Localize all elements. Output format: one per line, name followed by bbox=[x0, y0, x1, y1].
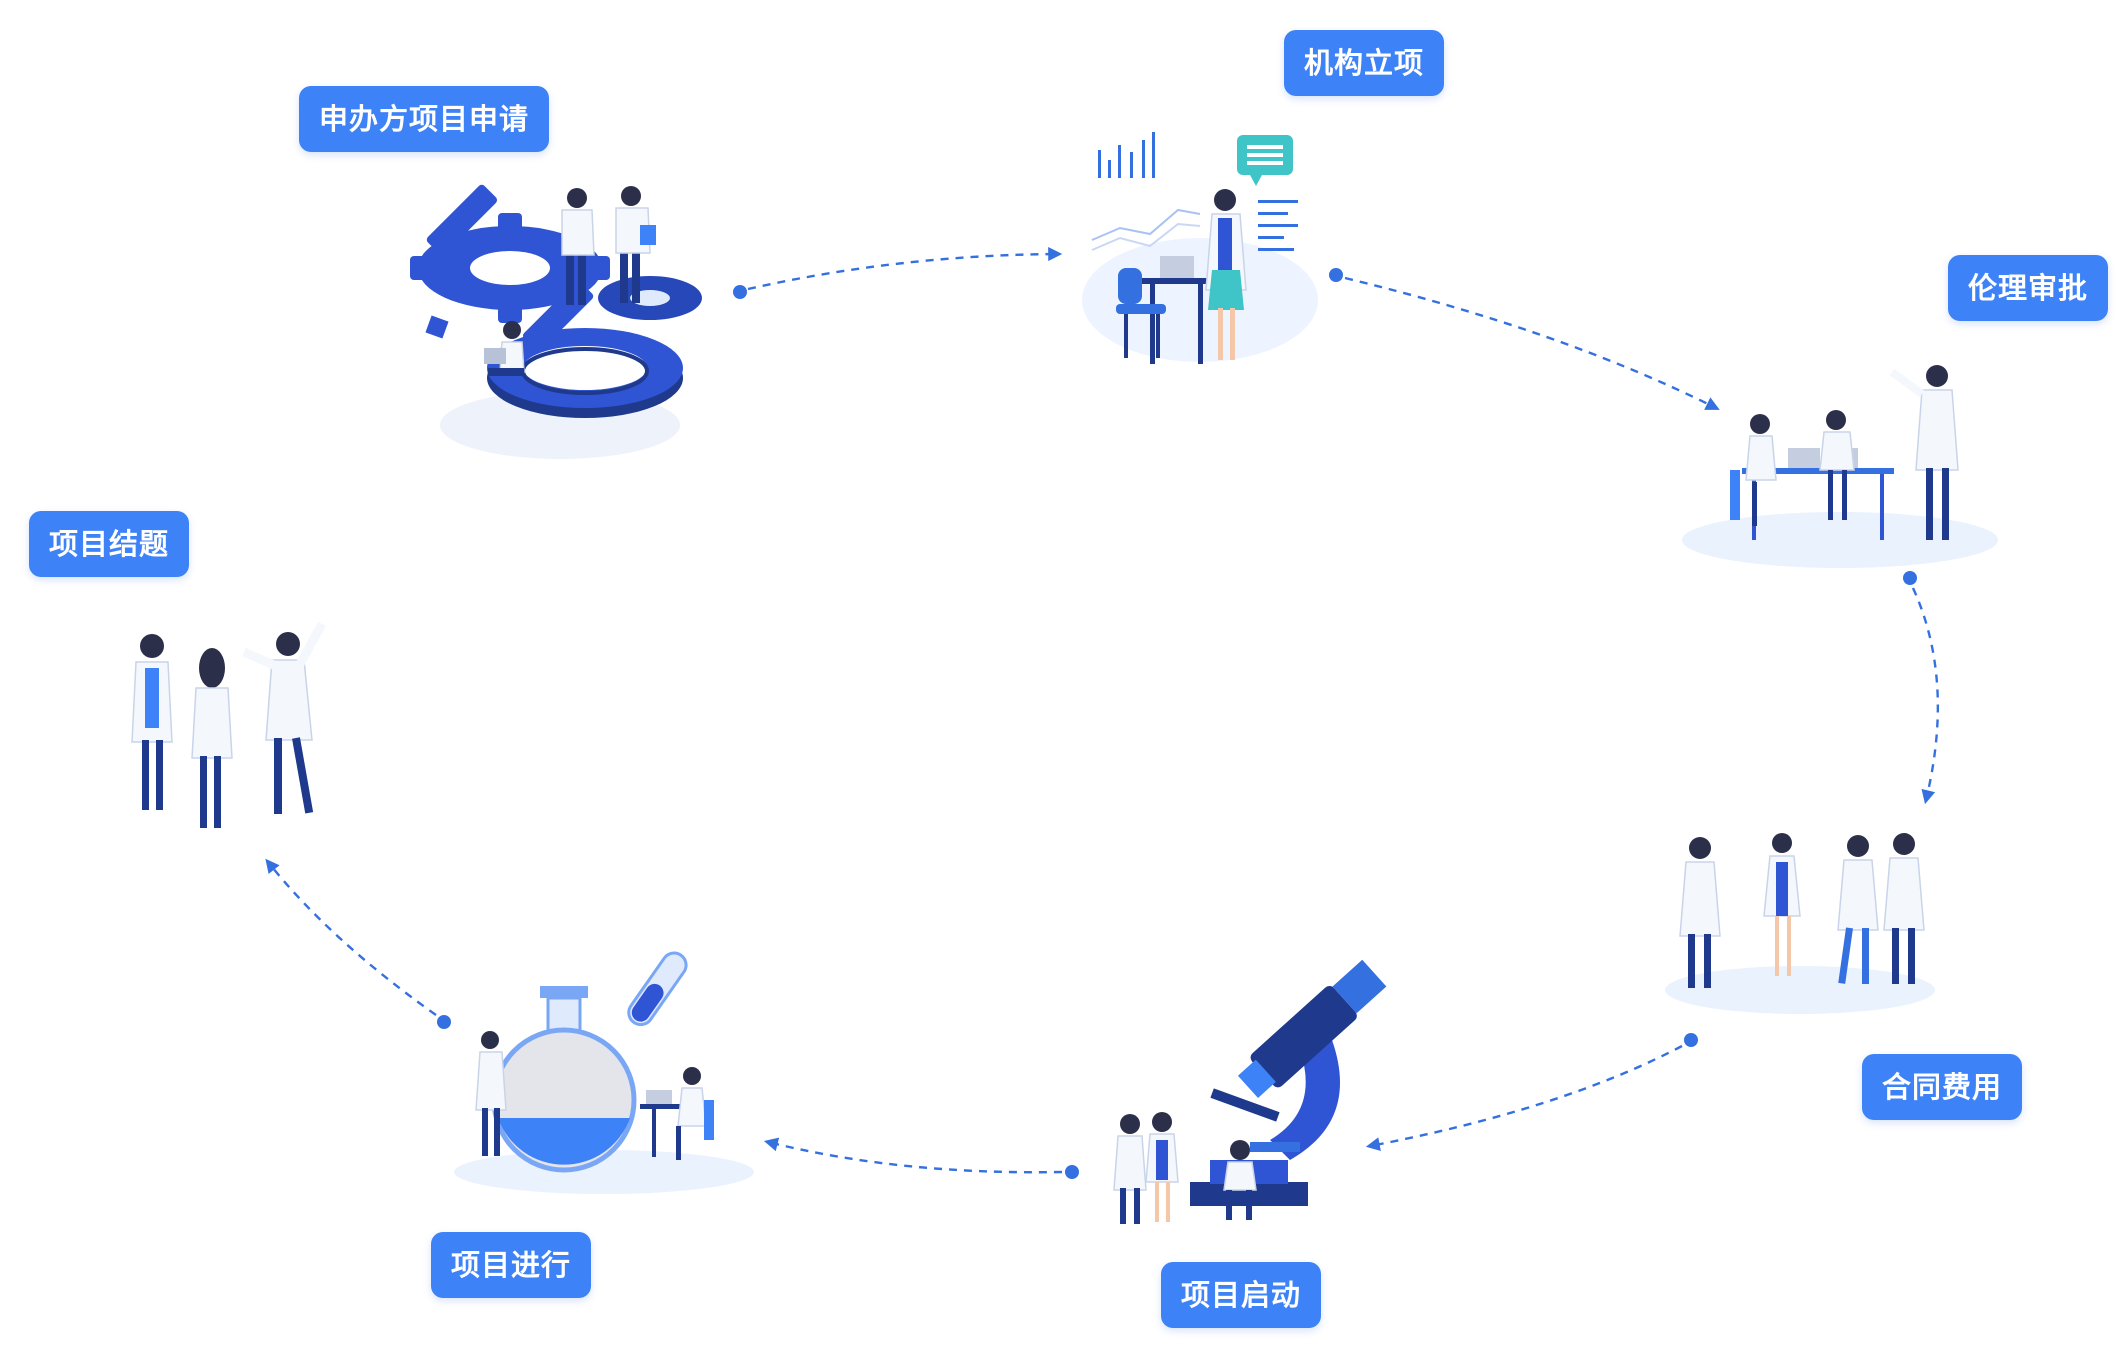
flask-laboratory-illustration bbox=[454, 951, 754, 1194]
flow-arrows bbox=[265, 247, 1940, 1179]
step-label-ethics-approval: 伦理审批 bbox=[1948, 255, 2109, 321]
step-label-project-closeout: 项目结题 bbox=[29, 511, 190, 577]
meeting-table-illustration bbox=[1682, 365, 1998, 568]
arrow-contract-to-kickoff bbox=[1365, 1033, 1698, 1152]
step-label-contract-fee: 合同费用 bbox=[1862, 1054, 2023, 1120]
arrow-sponsor-to-institution bbox=[733, 247, 1063, 299]
team-standing-illustration bbox=[131, 621, 326, 828]
arrow-progress-to-closeout bbox=[265, 858, 451, 1029]
presenter-charts-illustration bbox=[1082, 132, 1318, 364]
doctors-group-illustration bbox=[1665, 833, 1935, 1014]
gears-handshake-illustration bbox=[410, 184, 702, 459]
step-label-sponsor-application: 申办方项目申请 bbox=[299, 86, 550, 152]
arrow-kickoff-to-progress bbox=[763, 1137, 1079, 1179]
arrow-institution-to-ethics bbox=[1329, 268, 1720, 410]
step-label-institution-approval: 机构立项 bbox=[1284, 30, 1445, 96]
step-label-project-progress: 项目进行 bbox=[431, 1232, 592, 1298]
step-label-project-kickoff: 项目启动 bbox=[1161, 1262, 1322, 1328]
microscope-illustration bbox=[1113, 959, 1387, 1224]
arrow-ethics-to-contract bbox=[1903, 571, 1940, 805]
